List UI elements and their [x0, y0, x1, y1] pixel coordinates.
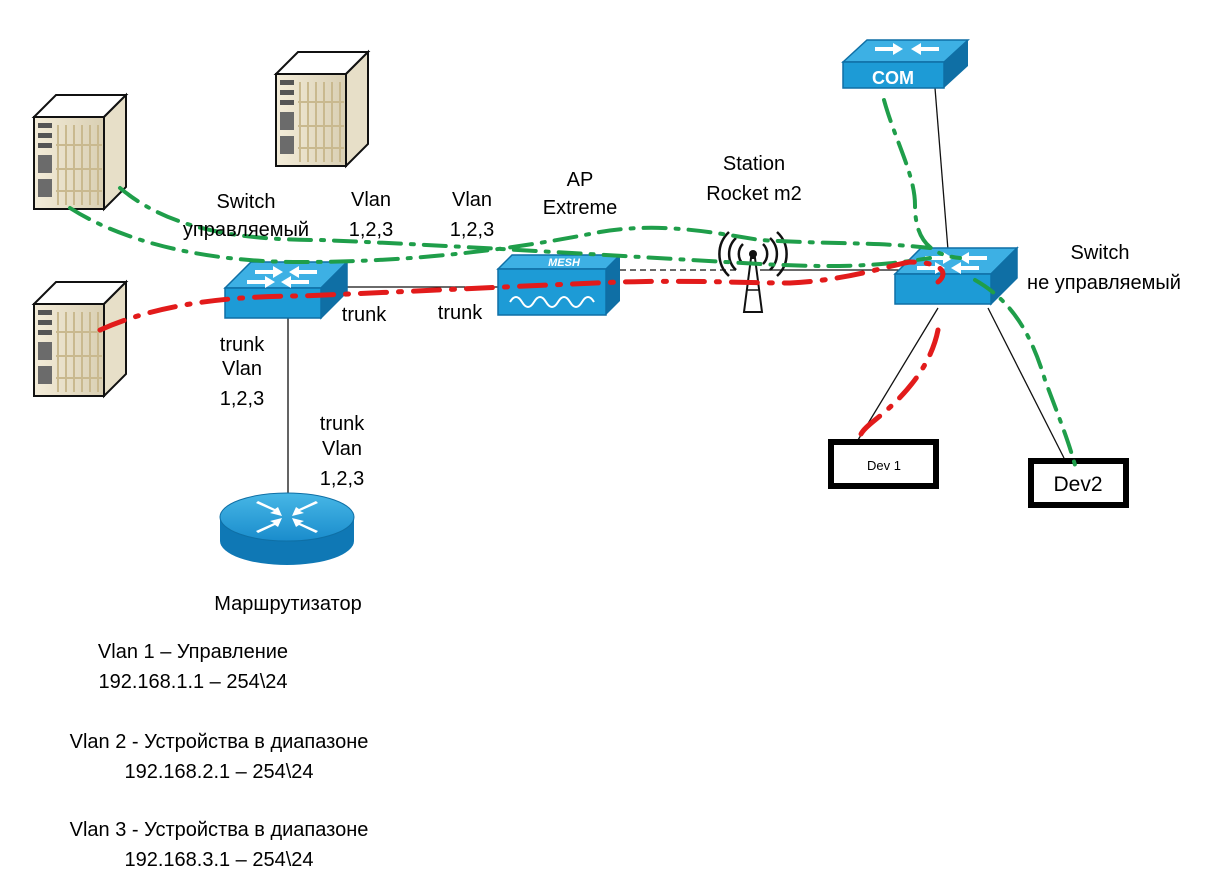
- server-icon: [33, 281, 127, 397]
- router-up-label-line1: trunk: [320, 413, 365, 435]
- link-unmanaged-dev1: [857, 307, 939, 441]
- legend-vlan3-range: 192.168.3.1 – 254\24: [124, 849, 313, 871]
- vlan-green-path-dev2: [973, 278, 1077, 467]
- dev1-label: Dev 1: [867, 458, 901, 473]
- vlan-red-path-main: [97, 259, 946, 333]
- trunk-label-a: trunk: [342, 304, 387, 326]
- dev2-label: Dev2: [1053, 473, 1102, 496]
- legend-vlan1-range: 192.168.1.1 – 254\24: [98, 671, 287, 693]
- unmanaged-switch-label-1: Switch: [1071, 242, 1130, 264]
- router-up-label-line2: Vlan: [322, 438, 362, 460]
- antenna-icon: [718, 231, 788, 313]
- ap-mesh-icon: MESH: [496, 254, 622, 316]
- com-switch-label: COM: [872, 68, 914, 88]
- com-switch-icon: COM: [841, 39, 970, 89]
- managed-switch-icon: [224, 261, 348, 319]
- switch-down-label-line1: trunk: [220, 334, 265, 356]
- vlan-label-b-line1: Vlan: [452, 189, 492, 211]
- vlan-label-a-line1: Vlan: [351, 189, 391, 211]
- vlan-green-path-com: [882, 98, 962, 260]
- vlan-label-a-line2: 1,2,3: [349, 219, 393, 241]
- router-up-label-line3: 1,2,3: [320, 468, 364, 490]
- legend-vlan3-title: Vlan 3 - Устройства в диапазоне: [70, 819, 369, 841]
- managed-switch-label-2: управляемый: [183, 219, 309, 241]
- station-label-2: Rocket m2: [706, 183, 802, 205]
- link-unmanaged-dev2: [987, 307, 1065, 459]
- legend-vlan2-title: Vlan 2 - Устройства в диапазоне: [70, 731, 369, 753]
- switch-down-label-line3: 1,2,3: [220, 388, 264, 410]
- vlan-red-paths: [97, 259, 946, 445]
- vlan-label-b-line2: 1,2,3: [450, 219, 494, 241]
- ap-mesh-label: MESH: [548, 257, 581, 269]
- server-icon: [275, 51, 369, 167]
- switch-down-label-line2: Vlan: [222, 358, 262, 380]
- ap-label-1: AP: [567, 169, 594, 191]
- ap-label-2: Extreme: [543, 197, 617, 219]
- legend-vlan1-title: Vlan 1 – Управление: [98, 641, 288, 663]
- vlan-green-path-upper: [118, 186, 932, 268]
- trunk-label-b: trunk: [438, 302, 483, 324]
- unmanaged-switch-label-2: не управляемый: [1027, 272, 1181, 294]
- link-com-unmanaged: [934, 87, 949, 251]
- legend-vlan2-range: 192.168.2.1 – 254\24: [124, 761, 313, 783]
- server-icon: [33, 94, 127, 210]
- vlan-green-path-main: [68, 206, 932, 265]
- vlan-red-path-dev1: [857, 327, 941, 445]
- vlan-green-paths: [68, 98, 1077, 467]
- managed-switch-label-1: Switch: [217, 191, 276, 213]
- dev2-box: Dev2: [1028, 458, 1129, 508]
- vlan-legend: Vlan 1 – Управление 192.168.1.1 – 254\24…: [70, 641, 369, 871]
- router-icon: [219, 492, 355, 565]
- router-label: Маршрутизатор: [214, 593, 361, 615]
- dev1-box: Dev 1: [828, 439, 939, 489]
- station-label-1: Station: [723, 153, 785, 175]
